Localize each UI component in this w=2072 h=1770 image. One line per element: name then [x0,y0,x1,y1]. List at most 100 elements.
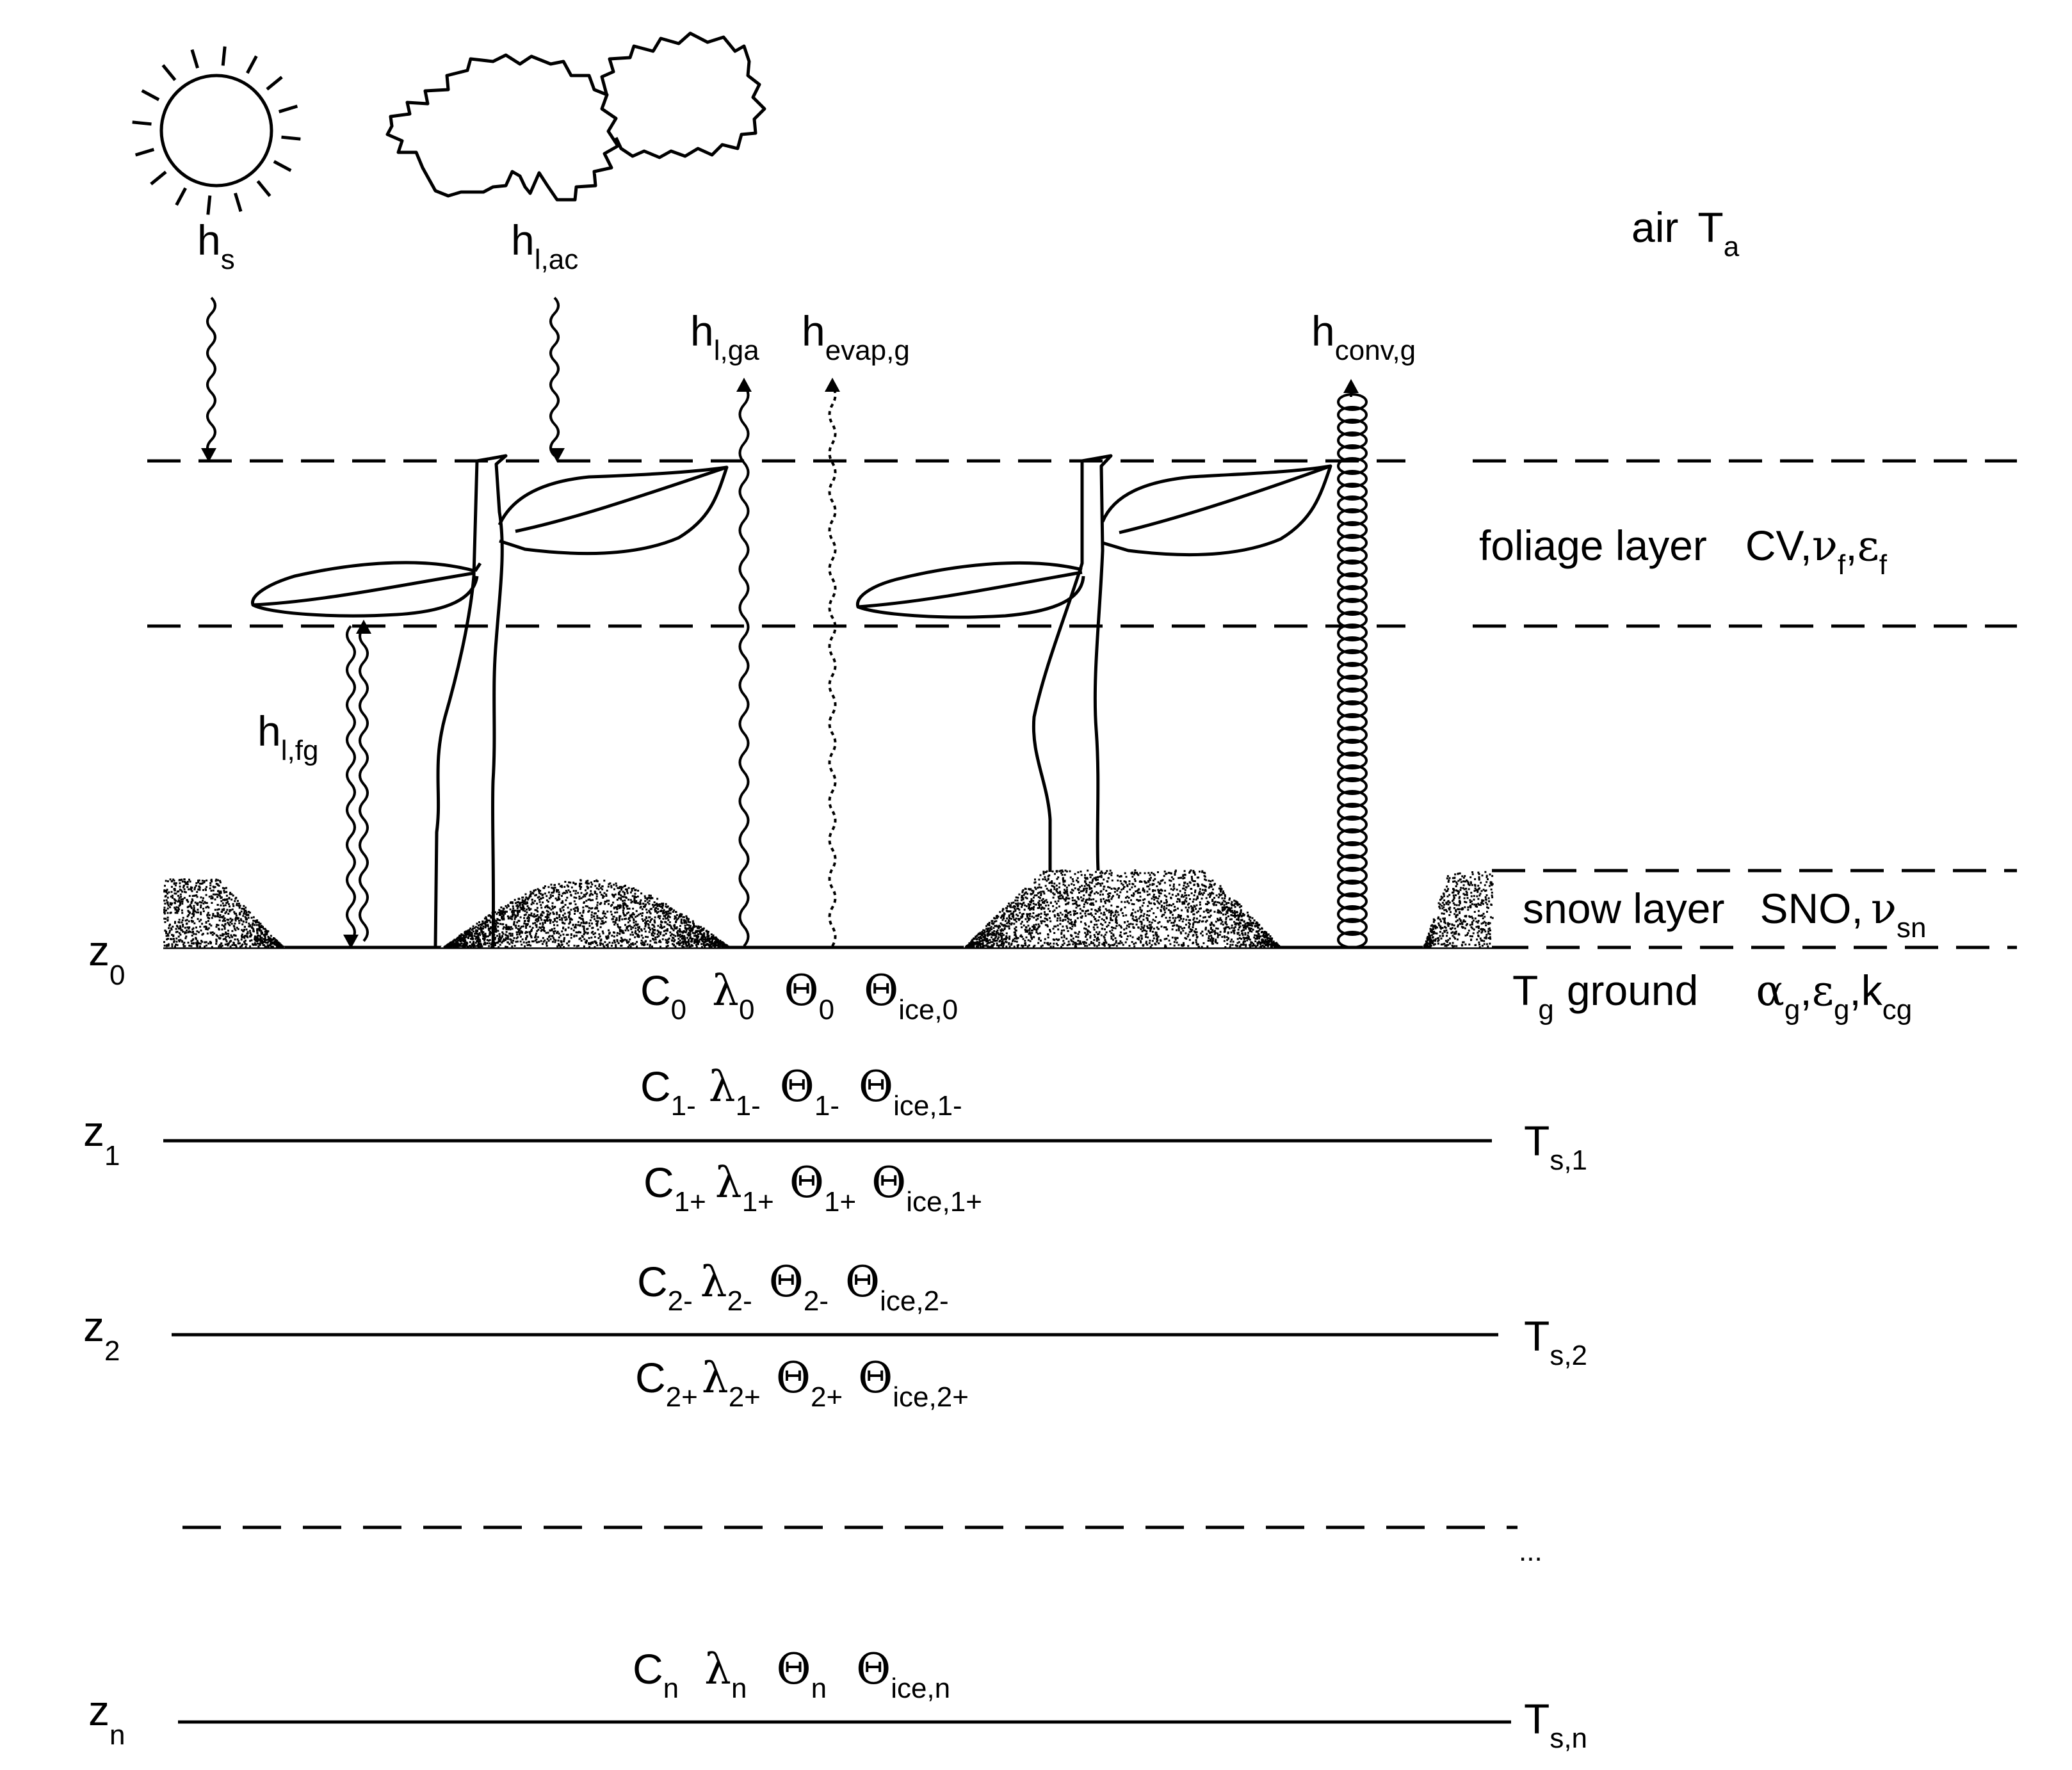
snow-stipple [621,919,623,921]
snow-stipple [1192,901,1194,903]
snow-stipple [725,945,727,947]
snow-stipple [1151,944,1153,946]
snow-stipple [186,929,188,931]
snow-stipple [633,901,635,903]
snow-stipple [1153,935,1154,937]
snow-stipple [618,892,620,894]
snow-stipple [164,885,166,887]
snow-stipple [532,892,534,894]
snow-stipple [205,902,207,904]
snow-stipple [654,911,656,913]
snow-stipple [1093,916,1095,918]
snow-stipple [506,911,508,913]
snow-stipple [1229,946,1231,948]
snow-stipple [1239,937,1241,939]
snow-stipple [550,894,552,896]
snow-stipple [1146,926,1148,928]
snow-stipple [1076,906,1078,908]
snow-stipple [632,927,634,929]
snow-stipple [1199,888,1201,890]
snow-stipple [1148,915,1150,917]
snow-stipple [528,914,530,916]
snow-stipple [1195,908,1197,910]
snow-stipple [1038,904,1040,906]
snow-stipple [475,936,477,938]
snow-stipple [1039,900,1040,902]
snow-stipple [537,914,538,916]
snow-stipple [613,931,615,933]
snow-stipple [667,928,668,930]
snow-stipple [619,915,620,917]
snow-stipple [552,908,554,910]
snow-stipple [660,924,662,926]
snow-stipple [568,916,570,918]
snow-stipple [630,934,632,936]
snow-stipple [276,940,278,942]
snow-stipple [676,914,678,916]
snow-stipple [641,915,643,917]
snow-stipple [541,929,543,931]
snow-stipple [1216,894,1218,896]
snow-stipple [1143,902,1145,904]
snow-stipple [532,927,534,929]
snow-stipple [622,932,624,934]
snow-stipple [679,930,681,932]
snow-stipple [220,900,222,902]
snow-stipple [171,880,173,882]
snow-stipple [227,935,229,937]
snow-stipple [1205,903,1207,905]
snow-stipple [183,945,185,947]
snow-stipple [1089,881,1091,883]
snow-stipple [637,902,639,904]
snow-stipple [489,942,490,944]
snow-stipple [562,922,563,924]
snow-stipple [518,920,520,922]
snow-stipple [612,902,614,904]
snow-stipple [640,899,642,901]
snow-stipple [549,912,551,914]
snow-stipple [654,905,656,906]
snow-stipple [562,914,564,916]
snow-stipple [543,929,545,931]
snow-stipple [1016,941,1018,943]
snow-stipple [1170,897,1172,899]
snow-stipple [1045,885,1047,887]
snow-stipple [1160,909,1161,911]
snow-stipple [1126,938,1128,940]
snow-stipple [449,944,451,946]
snow-stipple [182,919,184,921]
snow-stipple [275,944,277,945]
snow-stipple [1067,921,1069,922]
snow-stipple [174,898,175,900]
snow-stipple [1160,940,1161,942]
snow-stipple [164,903,166,905]
snow-stipple [1201,946,1203,948]
snow-stipple [632,942,634,944]
snow-stipple [199,883,201,885]
snow-stipple [644,944,646,945]
snow-stipple [206,945,207,947]
snow-stipple [706,943,708,945]
snow-stipple [215,879,217,881]
snow-stipple [245,906,247,908]
snow-stipple [1091,874,1093,876]
snow-stipple [573,890,575,892]
snow-stipple [526,935,528,937]
snow-stipple [566,942,568,944]
snow-stipple [669,921,671,923]
snow-stipple [556,945,558,947]
snow-stipple [1118,897,1120,899]
snow-stipple [218,928,220,929]
snow-stipple [654,917,656,919]
snow-stipple [542,943,544,945]
snow-stipple [524,945,526,947]
snow-stipple [182,898,184,900]
snow-stipple [651,945,653,947]
snow-stipple [1064,898,1065,900]
sun-ray [279,106,298,112]
snow-stipple [576,906,578,908]
snow-stipple [195,933,197,935]
snow-stipple [1075,932,1077,934]
snow-stipple [519,905,521,906]
